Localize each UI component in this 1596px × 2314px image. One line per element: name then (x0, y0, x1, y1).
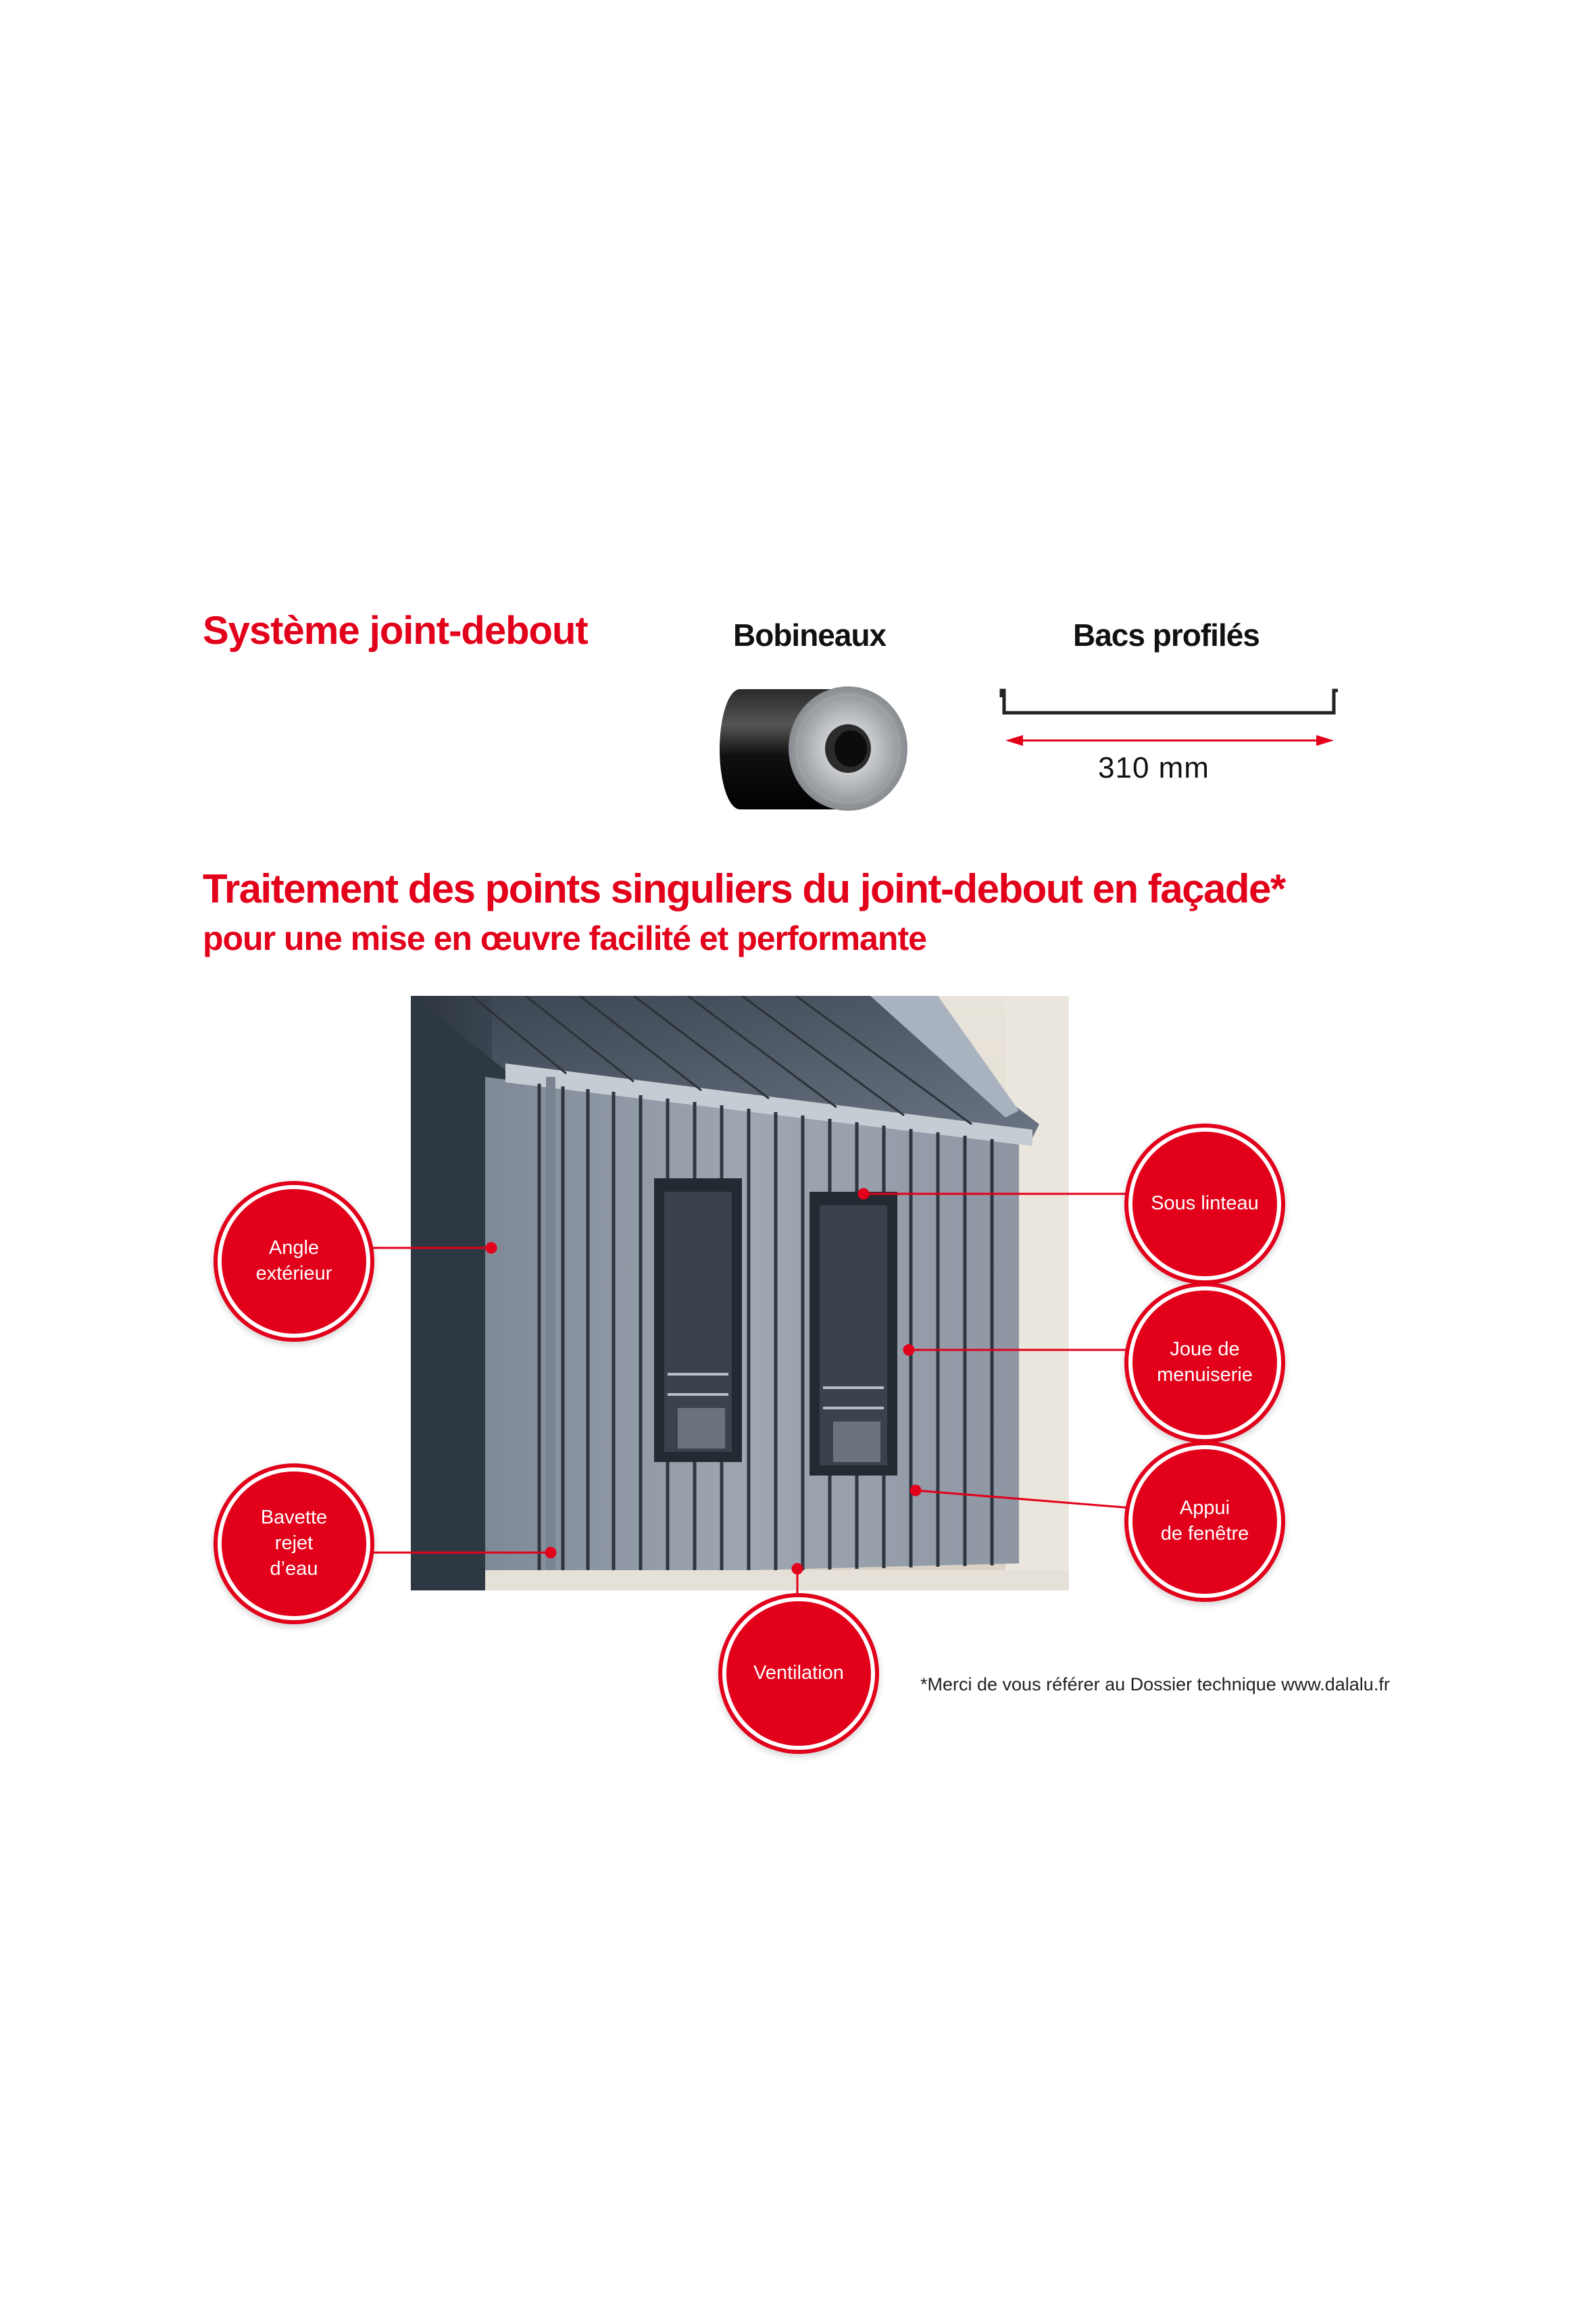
callout-sous-linteau-label: Sous linteau (1151, 1192, 1259, 1215)
main-heading: Traitement des points singuliers du join… (203, 866, 1286, 911)
callout-ventilation-label: Ventilation (753, 1662, 844, 1684)
callout-sous-linteau: Sous linteau (1132, 1132, 1277, 1276)
callout-appui-label: Appui de fenêtre (1160, 1497, 1249, 1544)
bobineaux-title: Bobineaux (733, 618, 887, 653)
callout-ventilation: Ventilation (726, 1601, 871, 1746)
footnote: *Merci de vous référer au Dossier techni… (920, 1674, 1390, 1694)
profile-illustration (999, 688, 1338, 746)
callout-bavette-label: Bavette rejet d’eau (260, 1507, 328, 1580)
callout-joue-menuiserie: Joue de menuiserie (1132, 1290, 1277, 1435)
system-title: Système joint-debout (203, 609, 589, 653)
callout-joue-label: Joue de menuiserie (1157, 1338, 1253, 1386)
callout-angle-exterieur: Angle extérieur (222, 1189, 366, 1334)
callout-bavette: Bavette rejet d’eau (222, 1472, 366, 1616)
bacs-title: Bacs profilés (1073, 618, 1260, 653)
coil-illustration (720, 686, 907, 811)
callout-appui-fenetre: Appui de fenêtre (1132, 1449, 1277, 1594)
dimension-label: 310 mm (1098, 751, 1210, 784)
facade-photo (411, 996, 1069, 1590)
callout-angle-label: Angle extérieur (255, 1237, 332, 1284)
sub-heading: pour une mise en œuvre facilité et perfo… (203, 920, 927, 957)
